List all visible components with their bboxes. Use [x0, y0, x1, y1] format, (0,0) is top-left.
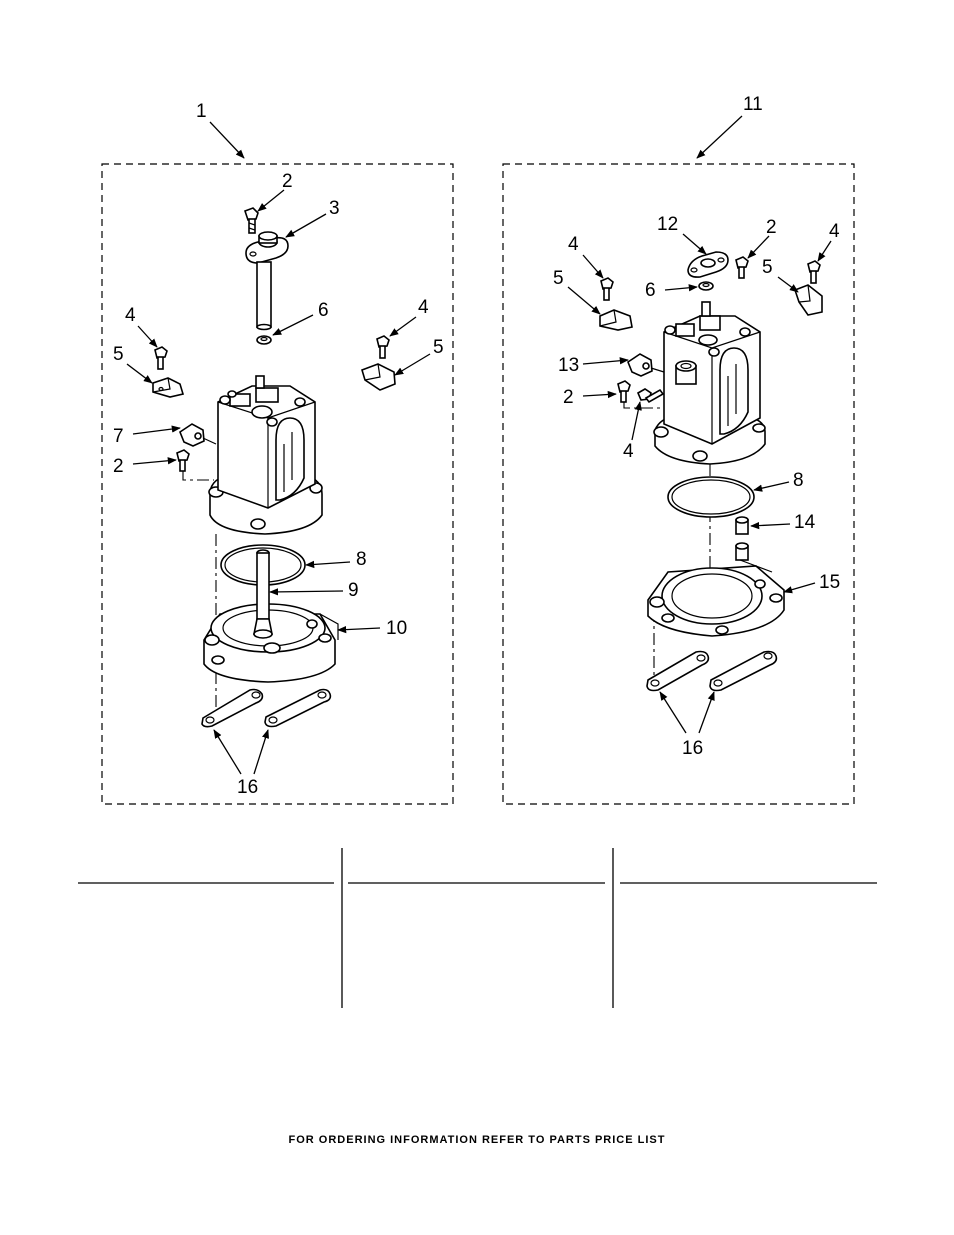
screw-top-right	[736, 257, 748, 278]
callout-1: 1	[196, 101, 207, 122]
screw-lower-right	[638, 389, 663, 402]
callout-3: 3	[329, 198, 340, 219]
callout-6: 6	[318, 300, 329, 321]
clip-screw-right-side	[808, 261, 820, 283]
clip-right	[362, 364, 395, 390]
gasket-ring-right	[668, 477, 754, 517]
callout-10: 10	[386, 618, 407, 639]
clip-screw-left-side	[601, 278, 613, 300]
temperature-sensor-left	[180, 424, 216, 446]
callout-5-left: 5	[113, 344, 124, 365]
callout-2-side-right: 2	[563, 387, 574, 408]
temperature-sensor-right	[628, 354, 664, 376]
callout-7: 7	[113, 426, 124, 447]
parts-table-rules	[78, 848, 877, 1008]
base-housing-right	[648, 560, 784, 636]
callout-11: 11	[743, 94, 763, 115]
callout-2-top: 2	[282, 171, 293, 192]
callout-2-top-right: 2	[766, 217, 777, 238]
callout-14: 14	[794, 512, 816, 533]
left-assembly: 1 2 3 6	[102, 101, 453, 804]
screw-top-left	[245, 208, 258, 233]
base-housing-left	[204, 604, 338, 682]
clip-left-side	[600, 310, 632, 330]
callout-2-side: 2	[113, 456, 124, 477]
seal-left-a	[202, 690, 262, 727]
callout-8-right: 8	[793, 470, 804, 491]
mounting-plate-right	[688, 252, 728, 277]
clip-left	[153, 378, 183, 397]
heater-housing-right	[654, 302, 765, 464]
mounting-plate-left	[246, 232, 288, 263]
callout-4-left-side: 4	[568, 234, 579, 255]
callout-12: 12	[657, 214, 678, 235]
callout-4-lower-right: 4	[623, 441, 634, 462]
callout-16-left: 16	[237, 777, 258, 798]
clip-right-side	[795, 285, 822, 315]
washer-left	[257, 336, 271, 344]
seal-right-b	[710, 652, 776, 691]
heater-housing-left	[209, 376, 322, 534]
check-valve-right	[736, 517, 748, 560]
ordering-info-footer: FOR ORDERING INFORMATION REFER TO PARTS …	[0, 1134, 954, 1146]
clip-screw-right	[377, 336, 389, 358]
callout-4-right: 4	[418, 297, 429, 318]
element-tube-left	[254, 550, 272, 638]
right-assembly: 11 12 2 4 5	[503, 94, 854, 804]
seal-left-b	[265, 690, 330, 727]
callout-16-right: 16	[682, 738, 703, 759]
callout-5-right: 5	[433, 337, 444, 358]
fitting-right	[676, 361, 696, 384]
element-rod-left	[257, 262, 271, 330]
callout-4-left: 4	[125, 305, 136, 326]
callout-13: 13	[558, 355, 579, 376]
clip-screw-left	[155, 347, 167, 369]
callout-15: 15	[819, 572, 840, 593]
callout-4-right-side: 4	[829, 221, 840, 242]
callout-6-right: 6	[645, 280, 656, 301]
seal-right-a	[647, 652, 708, 691]
callout-5-left-side: 5	[553, 268, 564, 289]
callout-5-right-side: 5	[762, 257, 773, 278]
callout-8-left: 8	[356, 549, 367, 570]
washer-right	[699, 282, 713, 290]
screw-side-left	[177, 450, 214, 480]
callout-9: 9	[348, 580, 359, 601]
